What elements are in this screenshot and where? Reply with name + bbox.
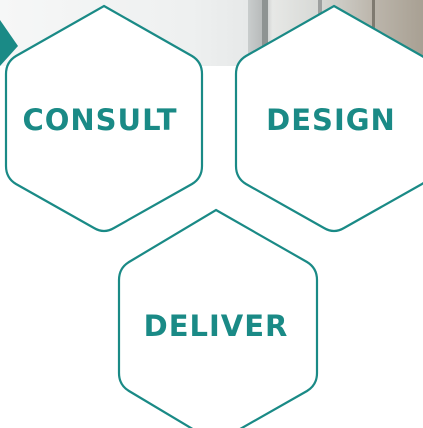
accent-triangle	[0, 20, 18, 66]
hexagon-label-deliver: DELIVER	[144, 309, 289, 343]
hexagon-label-consult: CONSULT	[22, 103, 177, 137]
hexagon-consult[interactable]: CONSULT	[4, 4, 204, 233]
hexagon-shape	[4, 4, 204, 233]
hexagon-deliver[interactable]: DELIVER	[117, 208, 319, 428]
window-frame	[262, 0, 268, 66]
hexagon-shape	[234, 4, 423, 233]
hexagon-shape	[117, 208, 319, 428]
hexagon-label-design: DESIGN	[266, 103, 396, 137]
hexagon-design[interactable]: DESIGN	[234, 4, 423, 233]
